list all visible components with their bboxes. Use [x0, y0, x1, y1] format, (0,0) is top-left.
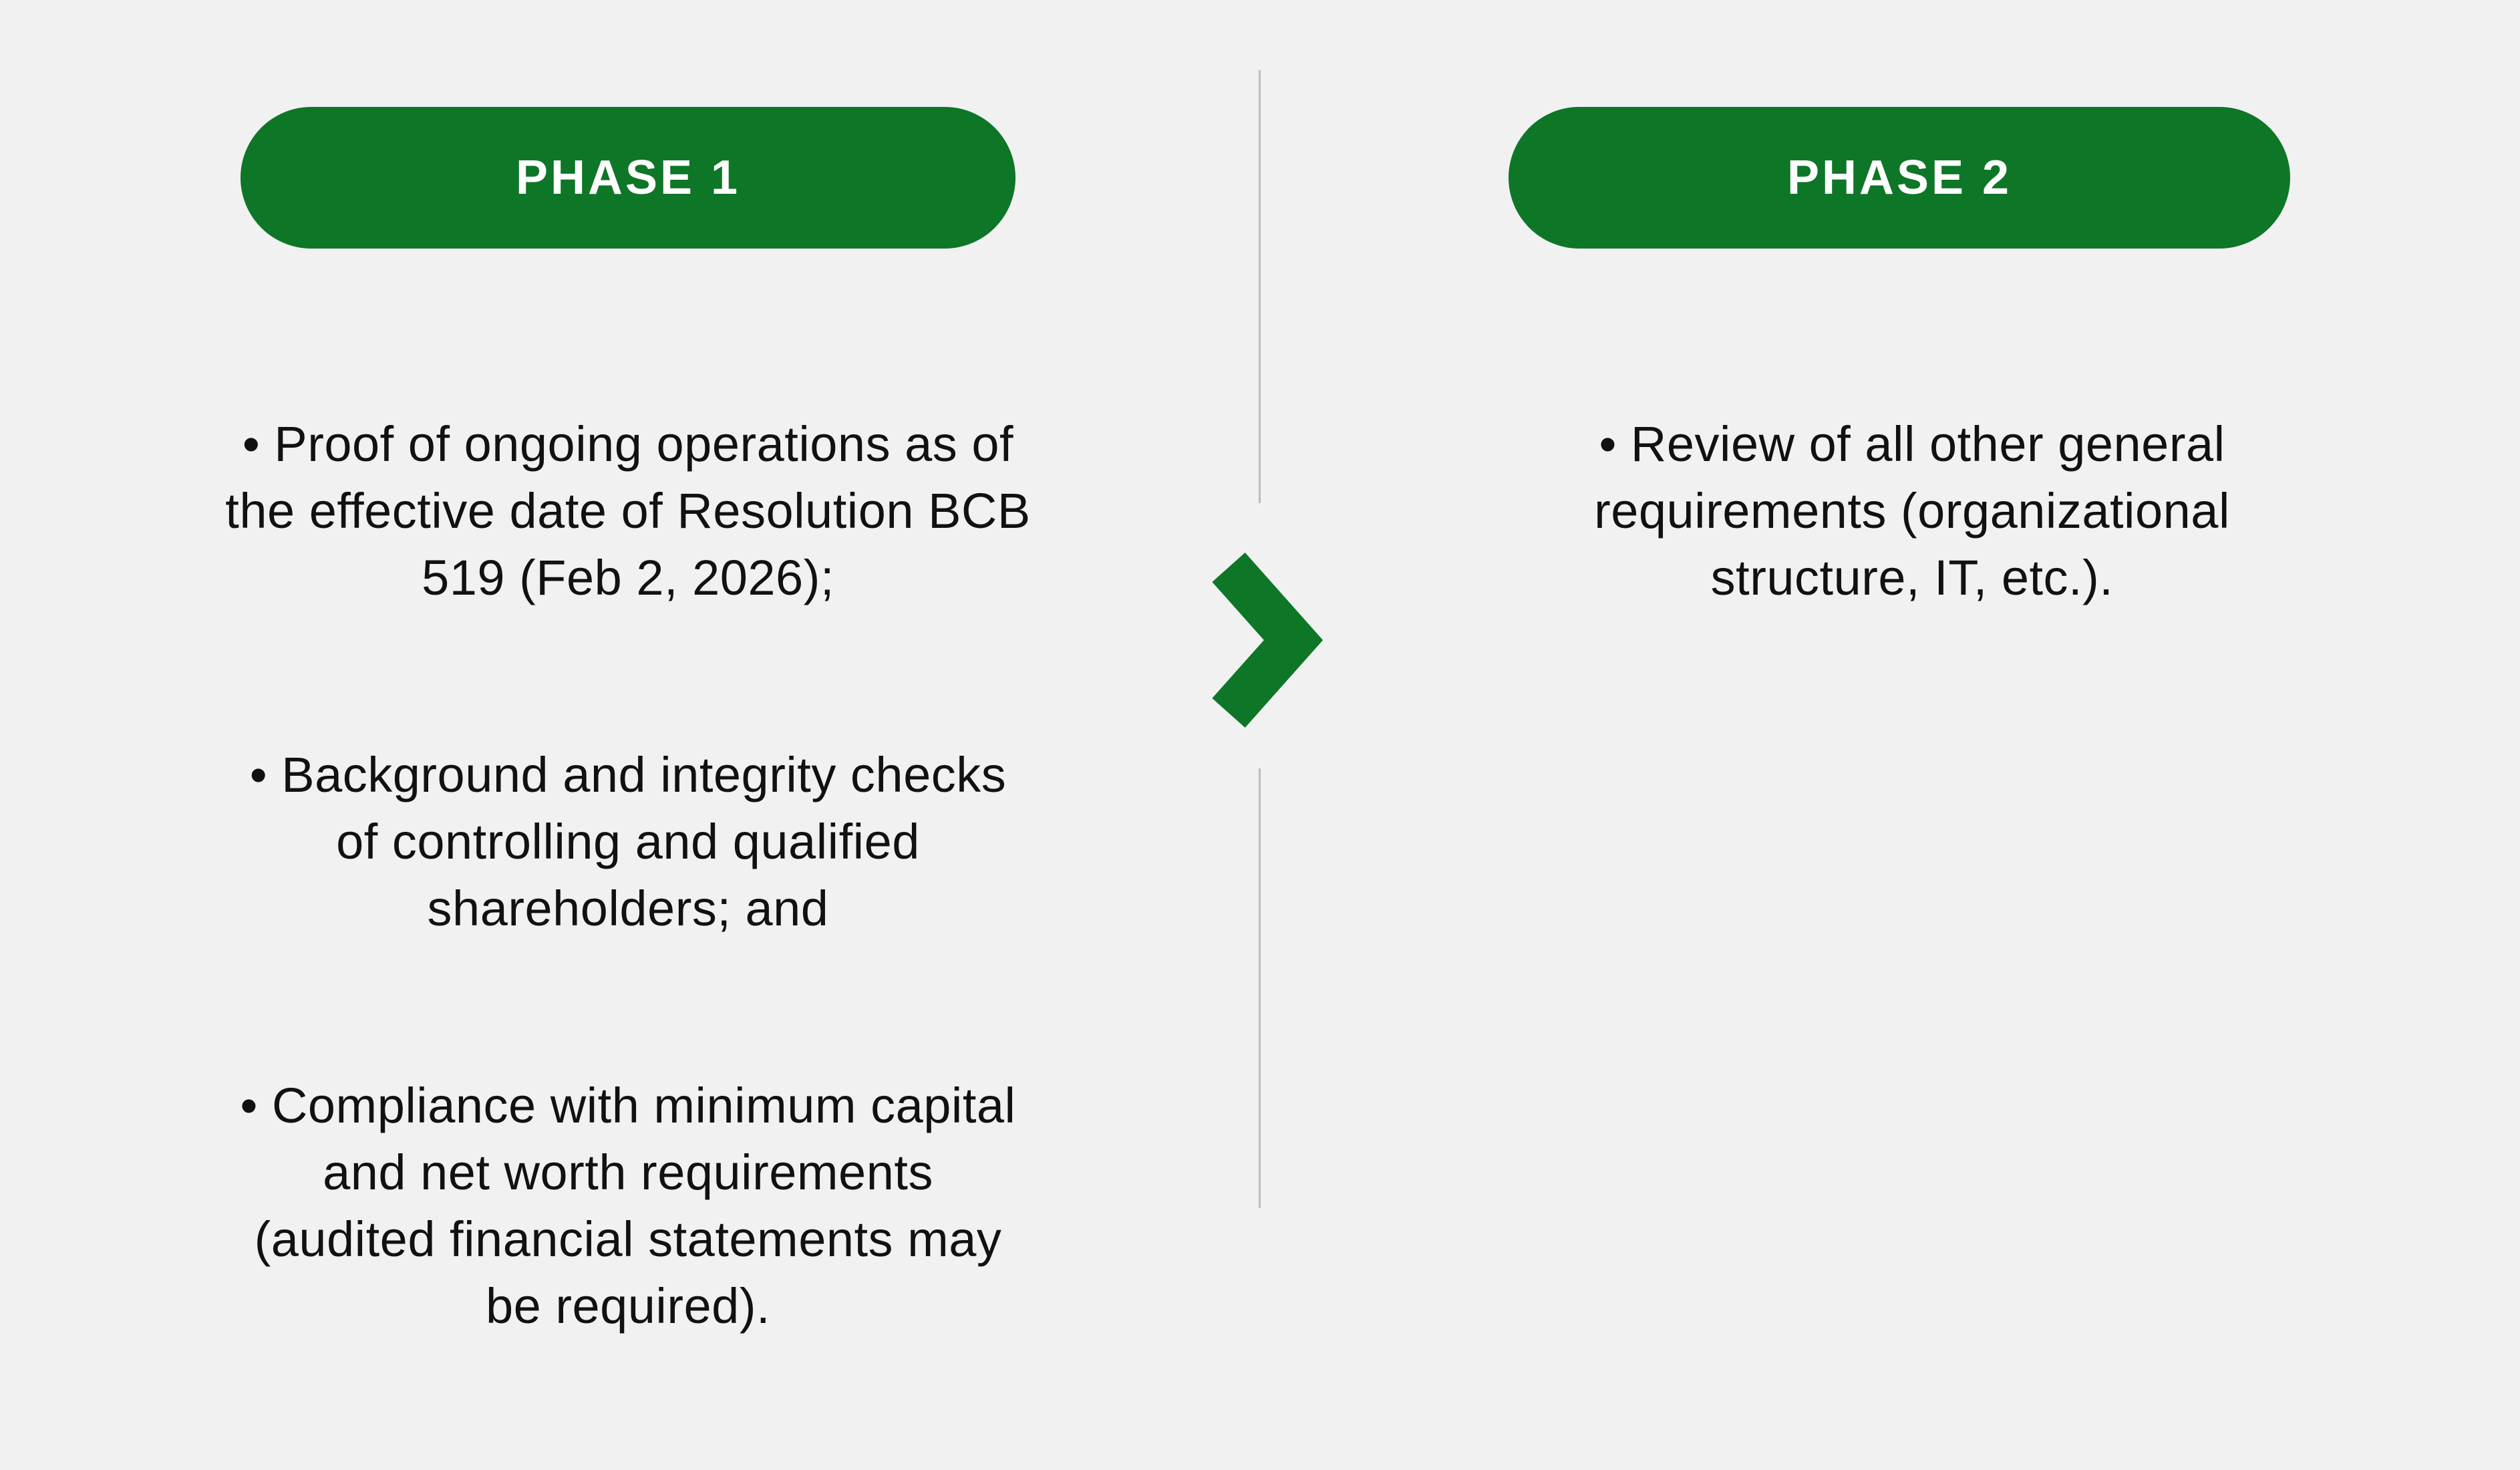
phase-2-bullet-list: • Review of all other general requiremen…	[1411, 344, 2413, 742]
column-divider-top-segment	[1259, 70, 1261, 503]
bullet-item: • Proof of ongoing operations as of the …	[225, 416, 1031, 605]
chevron-right-icon	[1212, 553, 1323, 728]
phase-1-bullet-list: • Proof of ongoing operations as of the …	[80, 344, 1176, 1470]
phase-2-pill: PHASE 2	[1509, 107, 2290, 249]
chevron-right-icon-stroke	[1212, 553, 1323, 728]
phase-1-pill-label: PHASE 1	[515, 151, 741, 204]
phase-2-pill-label: PHASE 2	[1786, 151, 2012, 204]
bullet-item: • Background and integrity checks of con…	[249, 747, 1007, 936]
bullet-item: • Compliance with minimum capital and ne…	[240, 1078, 1016, 1334]
phase-1-pill: PHASE 1	[241, 107, 1015, 249]
infographic-canvas: { "colors": { "accent_green": "#0e7627",…	[225, 70, 2413, 1334]
bullet-item: • Review of all other general requiremen…	[1594, 416, 2230, 605]
column-divider-bottom-segment	[1259, 768, 1261, 1208]
